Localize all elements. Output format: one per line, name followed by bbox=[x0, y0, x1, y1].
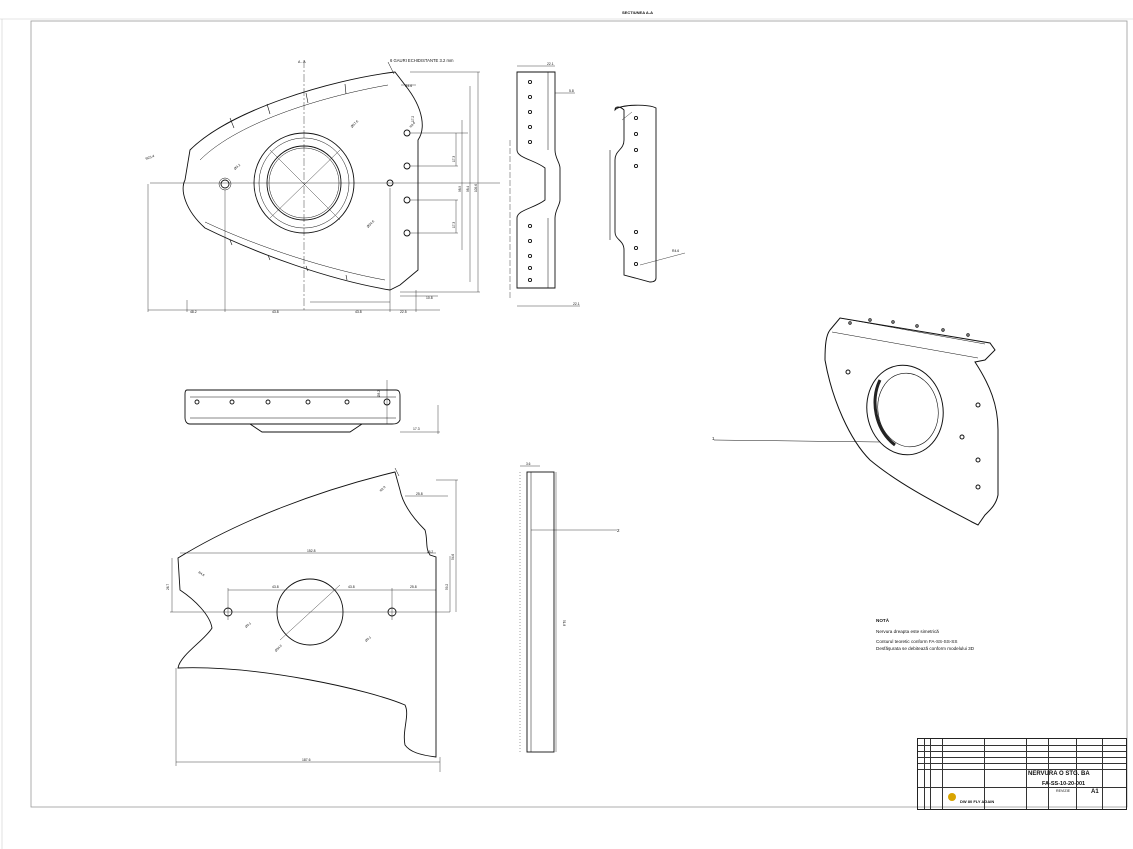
flat-dim-d-left: Ø3.1 bbox=[244, 621, 252, 629]
title-block: NERVURA O STG. BA FA-SS-10-20-001 A1 REV… bbox=[917, 738, 1127, 810]
side-view bbox=[509, 65, 580, 307]
dim-h5: 10.8 bbox=[426, 296, 433, 300]
note-line-3: Desfăşurata se debitează conform modelul… bbox=[876, 645, 975, 651]
top-dim-w: 17.3 bbox=[413, 427, 420, 431]
front-view bbox=[147, 60, 500, 312]
side-view-2 bbox=[609, 104, 686, 283]
flat-dim-d-center: Ø34.6 bbox=[274, 644, 283, 653]
flat-dim-r-left: R4.6 bbox=[198, 570, 206, 577]
flat-dim-right-h2: 54.6 bbox=[451, 554, 455, 560]
flat-dim-right-h1: 59.2 bbox=[445, 584, 449, 590]
dim-h3: 43.8 bbox=[355, 310, 362, 314]
flat-dim-length-top: 152.8 bbox=[307, 549, 316, 553]
thin-dim-height: 51.8 bbox=[562, 620, 566, 626]
side-dim-flange: 5.8 bbox=[569, 89, 574, 93]
company-logo bbox=[948, 793, 956, 801]
side-dim-top: 22.1 bbox=[547, 62, 554, 66]
title-part-name: NERVURA O STG. BA bbox=[1028, 771, 1090, 777]
section-title: SECTIUNEA A-A bbox=[622, 10, 653, 15]
flat-dim-left-h: 26.7 bbox=[166, 584, 170, 590]
flat-dim-s2: 43.8 bbox=[348, 585, 355, 589]
section-marker: A - A bbox=[298, 60, 306, 64]
title-drawing-no: FA-SS-10-20-001 bbox=[1042, 781, 1086, 787]
thin-view bbox=[519, 465, 617, 753]
flat-dim-s3: 25.8 bbox=[410, 585, 417, 589]
flat-dim-small: 26.2 bbox=[427, 550, 433, 554]
dim-v4: 98.9 bbox=[458, 186, 462, 192]
dim-v1: 17.2 bbox=[411, 116, 415, 122]
title-revision-label: REVIZIE bbox=[1056, 789, 1070, 793]
holes-note: 6 GAURI ECHIDISTANTE 3.2 mm bbox=[390, 58, 454, 63]
flat-dim-r-top: R2.9 bbox=[379, 485, 387, 493]
title-project: DW 80 FLY AGAIN bbox=[960, 799, 995, 804]
dim-r-corner: R4.6 bbox=[409, 121, 417, 129]
dim-h1: 48.2 bbox=[190, 310, 197, 314]
flat-dim-s1: 43.8 bbox=[272, 585, 279, 589]
flat-pattern-view bbox=[170, 467, 458, 772]
dim-r-tip: R4.6 bbox=[405, 84, 412, 88]
notes-block: NOTĂ Nervura dreapta este simetrică Cont… bbox=[876, 618, 996, 652]
dim-v5: 98.4 bbox=[466, 186, 470, 192]
dim-d-small: Ø34.6 bbox=[366, 219, 375, 228]
dim-r-outer: R23.4 bbox=[145, 154, 155, 161]
isometric-view bbox=[713, 317, 999, 526]
top-view bbox=[184, 380, 440, 434]
dim-h4: 22.5 bbox=[400, 310, 407, 314]
thin-dim-top: 3.6 bbox=[526, 462, 531, 466]
dim-d-hole: Ø3.2 bbox=[233, 163, 241, 171]
side-dim-bottom: 22.1 bbox=[573, 302, 580, 306]
dim-h-total: 109.6 bbox=[474, 184, 478, 192]
top-dim-d: Ø3.2 bbox=[377, 390, 381, 397]
note-line-1: Nervura dreapta este simetrică bbox=[876, 629, 939, 635]
flat-dim-bottom: 187.6 bbox=[302, 758, 311, 762]
dim-v2: 17.3 bbox=[452, 156, 456, 162]
sheet-border bbox=[30, 20, 1128, 808]
title-sheet-format: A1 bbox=[1091, 789, 1099, 795]
dim-v3: 17.3 bbox=[452, 222, 456, 228]
notes-title: NOTĂ bbox=[876, 618, 890, 623]
dim-d-big: Ø57.6 bbox=[350, 119, 359, 128]
side2-dim-r: R4.6 bbox=[672, 249, 679, 253]
balloon-1: 1 bbox=[712, 436, 715, 441]
flat-dim-top-right: 25.8 bbox=[416, 492, 423, 496]
dim-h2: 43.8 bbox=[272, 310, 279, 314]
balloon-2: 2 bbox=[617, 528, 620, 533]
flat-dim-d-right: Ø3.1 bbox=[364, 635, 372, 643]
note-line-2: Conturul teoretic conform FA-SS-SS-SS bbox=[876, 639, 958, 645]
